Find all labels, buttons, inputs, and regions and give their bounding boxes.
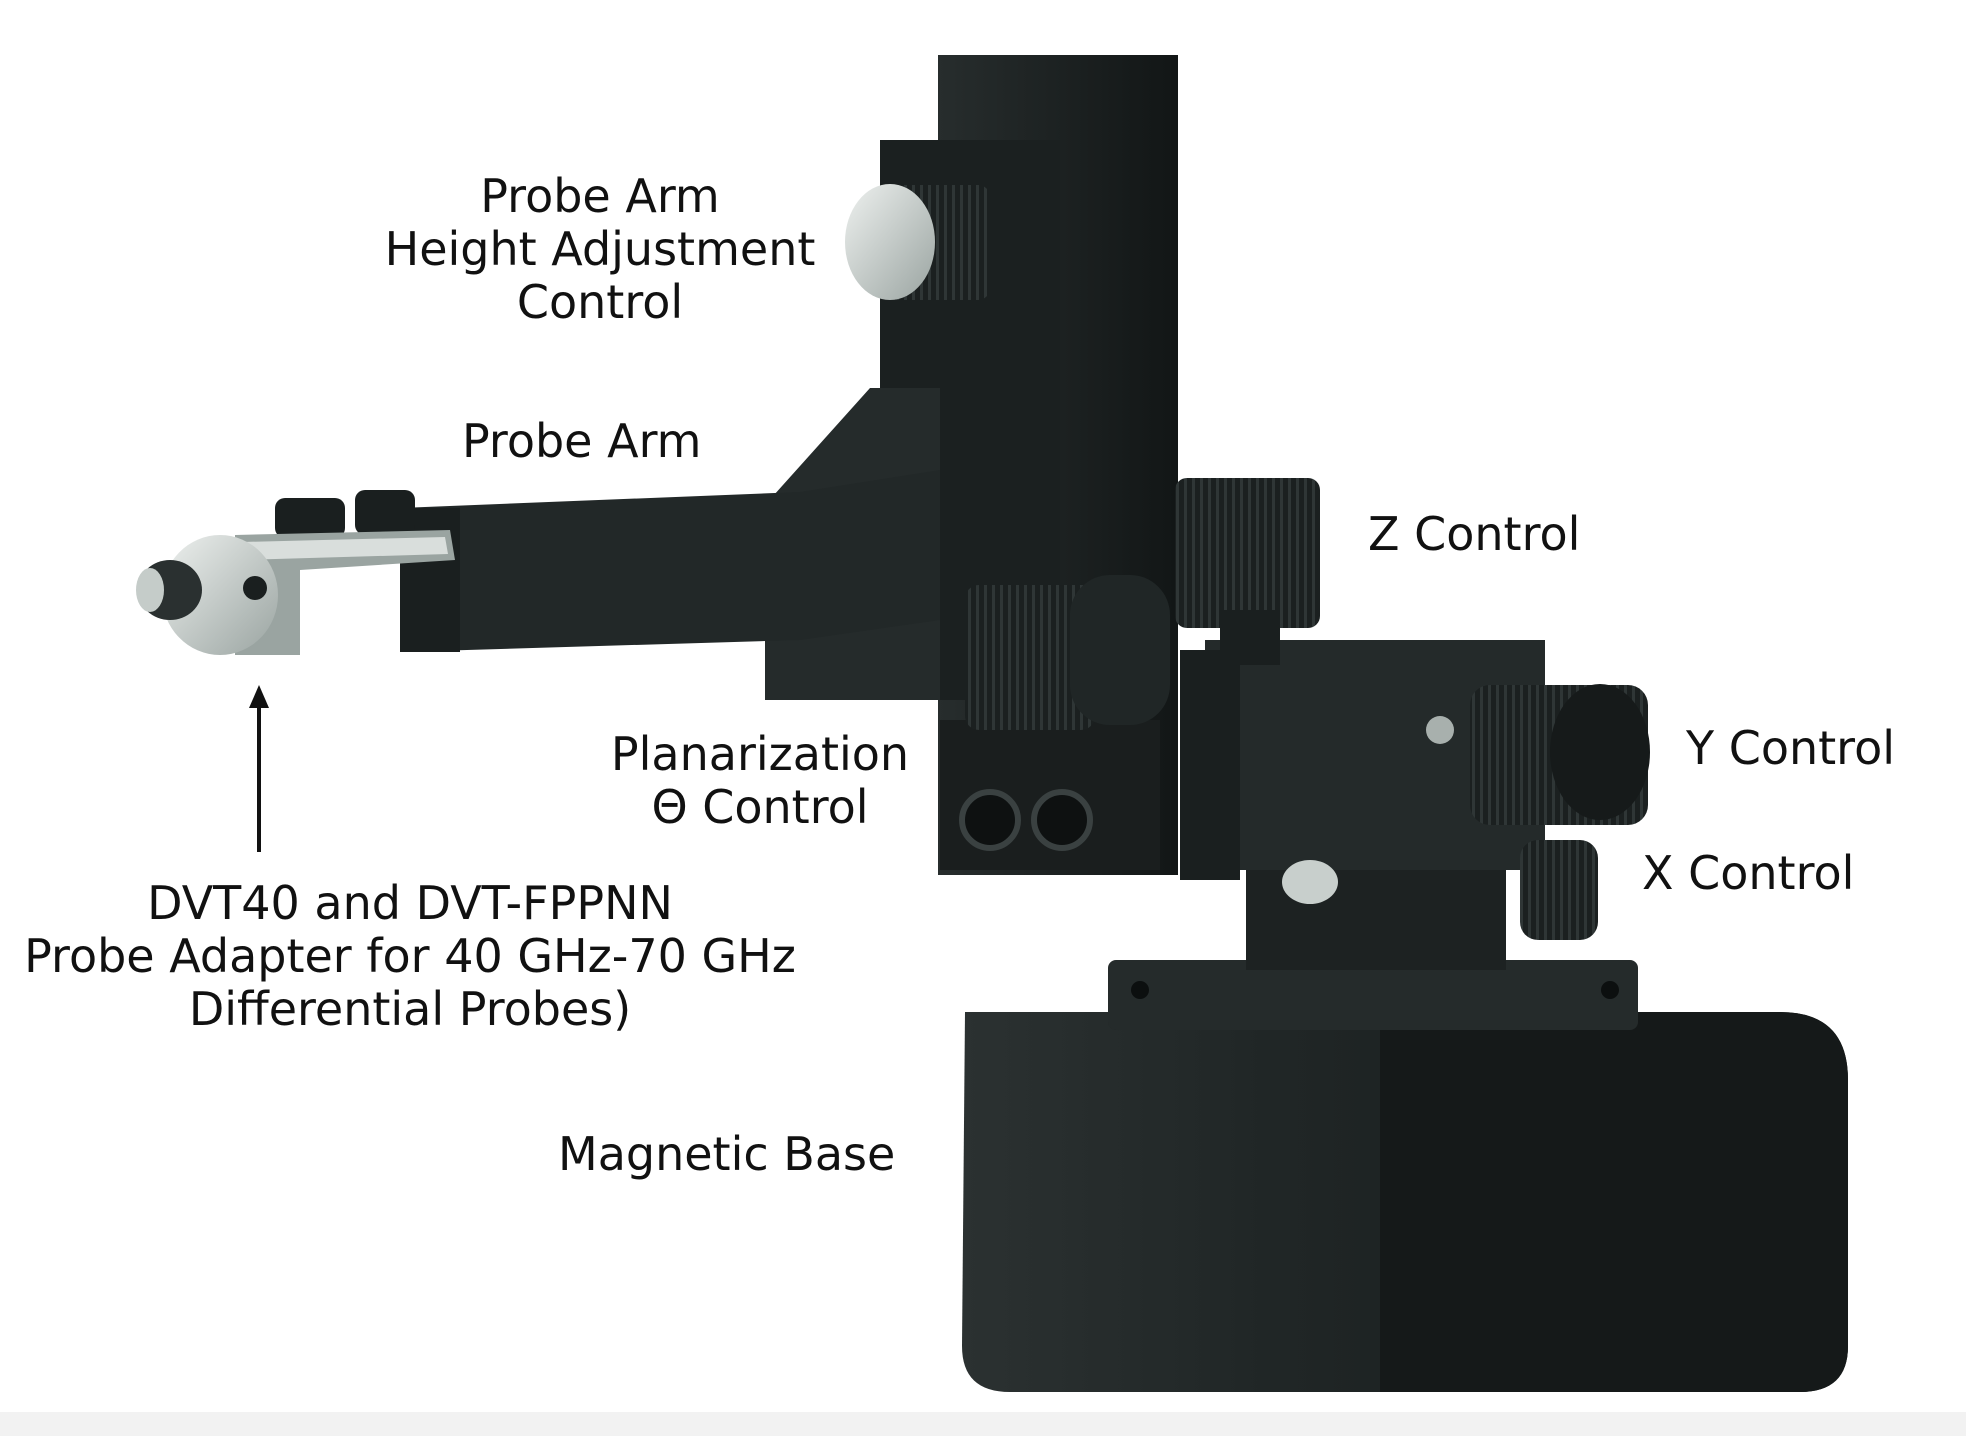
x-control-knob <box>1282 840 1598 940</box>
probe-arm-label: Probe Arm <box>462 414 702 468</box>
height-adjustment-label: Probe Arm Height Adjustment Control <box>384 169 816 329</box>
adapter-arrow <box>249 685 269 852</box>
magnetic-base-label: Magnetic Base <box>558 1127 896 1181</box>
x-control-label: X Control <box>1642 846 1855 900</box>
z-control-knob <box>1175 478 1320 665</box>
height-adjustment-knob <box>845 184 990 300</box>
y-control-label: Y Control <box>1686 721 1895 775</box>
planarization-label: Planarization Θ Control <box>610 727 910 834</box>
z-control-label: Z Control <box>1368 507 1581 561</box>
y-control-knob <box>1426 684 1650 825</box>
probe-adapter-tip <box>136 490 455 655</box>
probe-arm <box>400 388 940 700</box>
magnetic-base-body <box>962 960 1848 1392</box>
adapter-label: DVT40 and DVT-FPPNN Probe Adapter for 40… <box>24 876 796 1036</box>
planarization-knob <box>965 575 1170 730</box>
bottom-strip <box>0 1412 1966 1436</box>
